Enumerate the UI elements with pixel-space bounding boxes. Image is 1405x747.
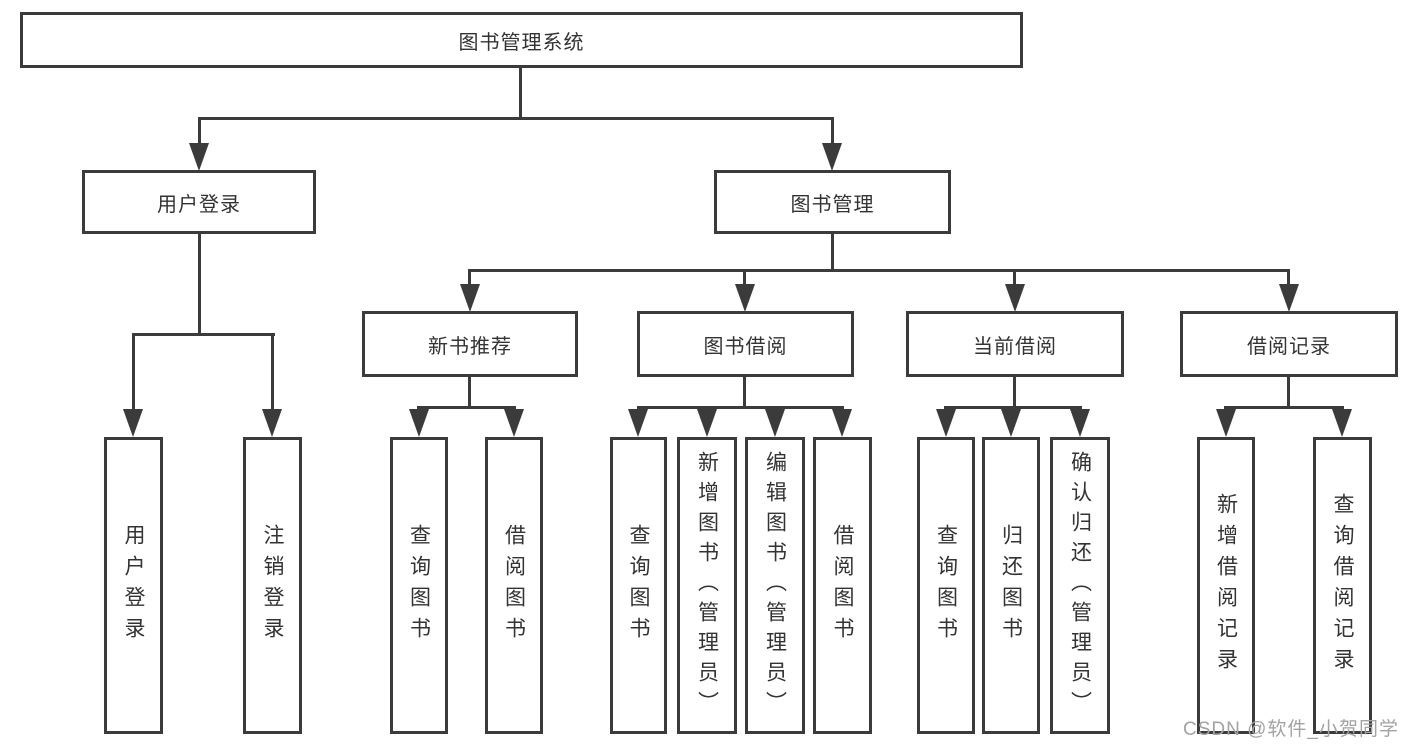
node-user-login: 用户登录 (82, 170, 316, 234)
csdn-watermark: CSDN @软件_小贺同学 (1183, 719, 1399, 740)
connector-borrowing-records-split (1224, 406, 1344, 409)
connector-new-book-split (417, 406, 516, 409)
connector-drop-book-borrowing (743, 269, 746, 287)
arrowhead-br-query (1332, 409, 1352, 437)
arrowhead-bb-query (628, 409, 648, 437)
leaf-borrowing-add-books-admin: 新增图书（管理员） (677, 437, 737, 734)
arrowhead-book-management (822, 143, 842, 171)
leaf-borrowing-query-books: 查询图书 (610, 437, 667, 734)
leaf-borrowing-edit-books-admin: 编辑图书（管理员） (745, 437, 805, 734)
node-book-borrowing: 图书借阅 (637, 311, 854, 377)
connector-drop-current-borrowing (1013, 269, 1016, 287)
connector-root-split (198, 117, 834, 120)
arrowhead-new-book (460, 284, 480, 312)
node-borrowing-records: 借阅记录 (1180, 311, 1398, 377)
connector-user-login-split (132, 333, 275, 336)
connector-root-stem (519, 66, 522, 119)
leaf-records-query-record: 查询借阅记录 (1313, 437, 1372, 734)
connector-drop-book-management (831, 117, 834, 148)
connector-user-login-stem (198, 232, 201, 336)
leaf-current-confirm-return-admin: 确认归还（管理员） (1050, 437, 1110, 734)
connector-new-book-stem (468, 375, 471, 409)
node-current-borrowing: 当前借阅 (906, 311, 1124, 377)
leaf-newbook-borrow-books: 借阅图书 (485, 437, 543, 734)
connector-drop-login (132, 333, 135, 411)
leaf-newbook-query-books: 查询图书 (390, 437, 448, 734)
leaf-borrowing-borrow-books: 借阅图书 (813, 437, 872, 734)
leaf-current-return-books: 归还图书 (982, 437, 1040, 734)
arrowhead-bb-borrow (832, 409, 852, 437)
arrowhead-bb-edit (765, 409, 785, 437)
arrowhead-cb-return (1001, 409, 1021, 437)
connector-book-management-stem (831, 232, 834, 272)
arrowhead-cb-query (936, 409, 956, 437)
node-book-management: 图书管理 (714, 170, 951, 234)
arrowhead-br-add (1216, 409, 1236, 437)
connector-current-borrowing-stem (1013, 375, 1016, 409)
connector-drop-borrowing-records (1287, 269, 1290, 287)
connector-current-borrowing-split (944, 406, 1082, 409)
arrowhead-user-login (189, 143, 209, 171)
connector-book-management-split (469, 269, 1290, 272)
connector-drop-logout (271, 333, 274, 411)
connector-book-borrowing-split (637, 406, 844, 409)
arrowhead-borrowing-records (1279, 284, 1299, 312)
arrowhead-nb-query (409, 409, 429, 437)
connector-drop-user-login (198, 117, 201, 148)
arrowhead-current-borrowing (1005, 284, 1025, 312)
node-root: 图书管理系统 (20, 12, 1023, 68)
node-new-book-recommend: 新书推荐 (362, 311, 578, 377)
arrowhead-book-borrowing (735, 284, 755, 312)
leaf-current-query-books: 查询图书 (917, 437, 975, 734)
leaf-logout: 注销登录 (243, 437, 302, 734)
arrowhead-cb-confirm (1070, 409, 1090, 437)
connector-drop-new-book (468, 269, 471, 287)
arrowhead-bb-add (697, 409, 717, 437)
arrowhead-logout (262, 409, 282, 437)
connector-book-borrowing-stem (743, 375, 746, 409)
connector-borrowing-records-stem (1287, 375, 1290, 409)
leaf-records-add-record: 新增借阅记录 (1197, 437, 1255, 734)
arrowhead-login (123, 409, 143, 437)
arrowhead-nb-borrow (504, 409, 524, 437)
leaf-user-login: 用户登录 (104, 437, 163, 734)
